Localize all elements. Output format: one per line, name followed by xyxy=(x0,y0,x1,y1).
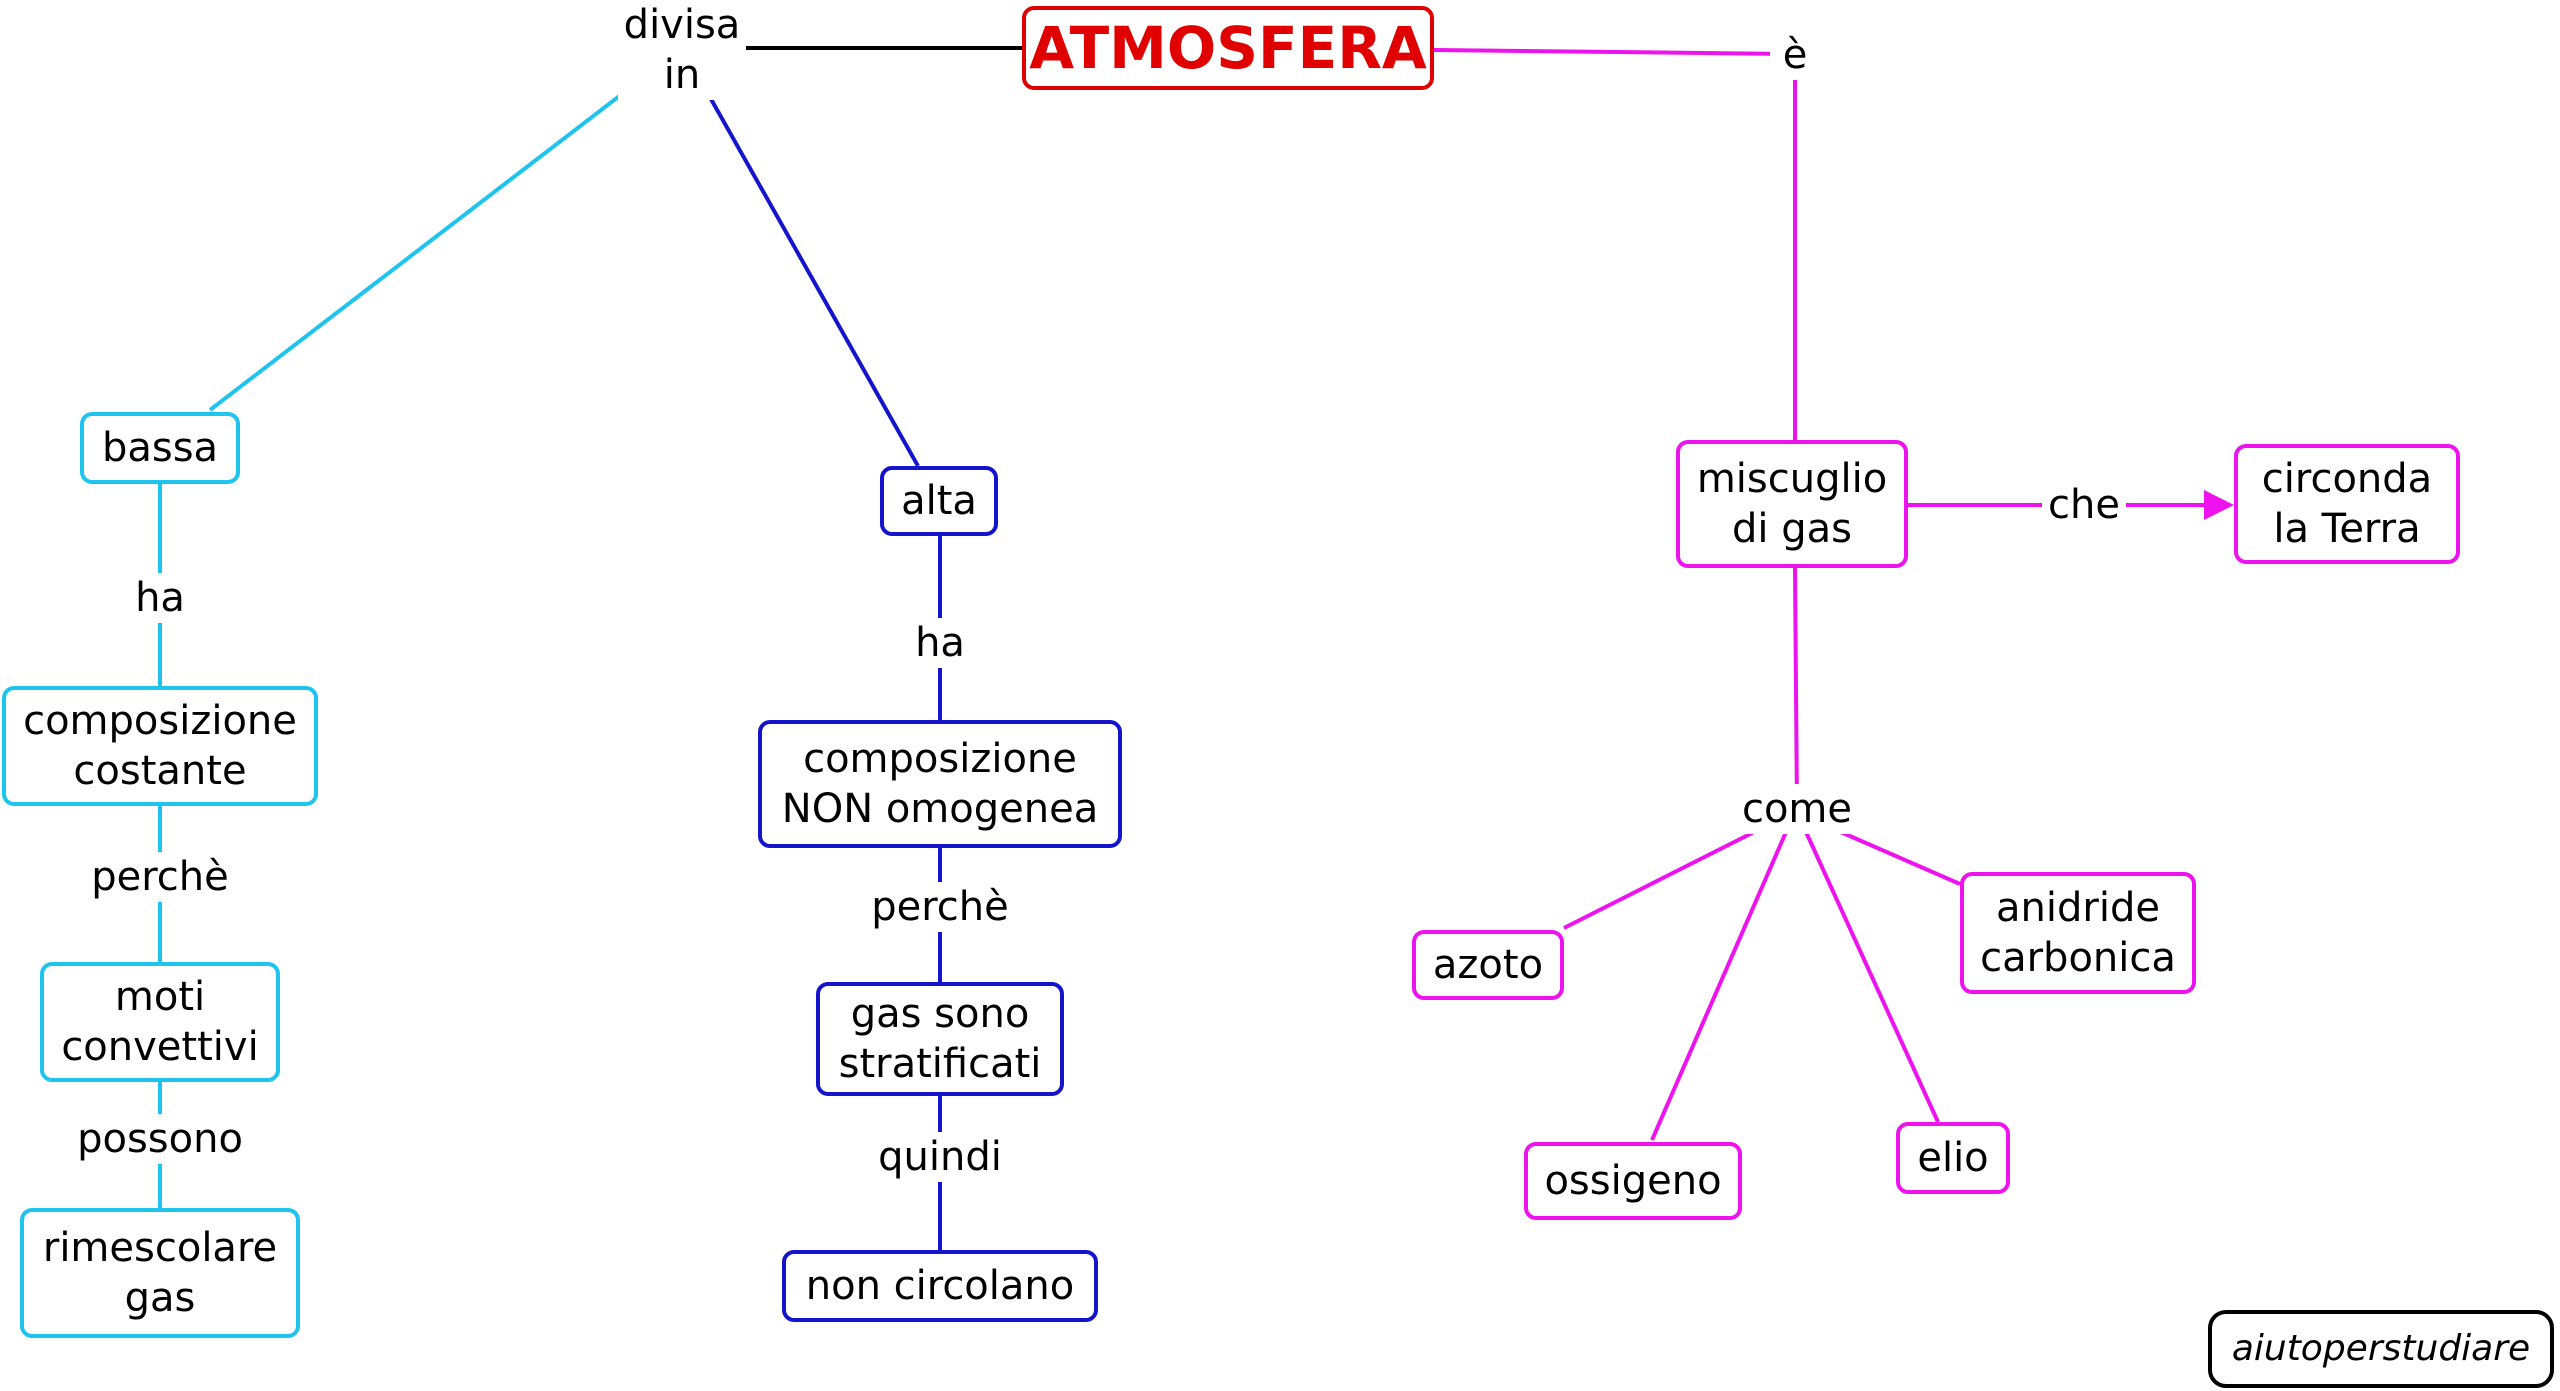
node-anidride-carbonica: anidride carbonica xyxy=(1960,872,2196,994)
credit-badge: aiutoperstudiare xyxy=(2208,1310,2554,1388)
node-moti-convettivi: moti convettivi xyxy=(40,962,280,1082)
link-label-come: come xyxy=(1732,784,1862,834)
node-circonda-la-terra: circonda la Terra xyxy=(2234,444,2460,564)
link-label-bassa-perche: perchè xyxy=(82,852,238,902)
node-elio: elio xyxy=(1896,1122,2010,1194)
link-label-quindi: quindi xyxy=(870,1132,1010,1182)
title-node: ATMOSFERA xyxy=(1022,6,1434,90)
node-non-circolano: non circolano xyxy=(782,1250,1098,1322)
node-miscuglio-di-gas: miscuglio di gas xyxy=(1676,440,1908,568)
connector-divisa-bassa xyxy=(208,92,624,412)
node-bassa: bassa xyxy=(80,412,240,484)
node-gas-stratificati: gas sono stratificati xyxy=(816,982,1064,1096)
node-composizione-non-omogenea: composizione NON omogenea xyxy=(758,720,1122,848)
node-composizione-costante: composizione costante xyxy=(2,686,318,806)
link-label-alta-perche: perchè xyxy=(862,882,1018,932)
node-rimescolare-gas: rimescolare gas xyxy=(20,1208,300,1338)
link-label-alta-ha: ha xyxy=(905,618,975,668)
link-label-e: è xyxy=(1770,30,1820,80)
connector-miscuglio-come xyxy=(1793,567,1799,811)
arrowhead-circonda xyxy=(2204,490,2234,520)
node-azoto: azoto xyxy=(1412,930,1564,1000)
connector-come-azoto xyxy=(1563,828,1759,930)
link-label-bassa-ha: ha xyxy=(125,573,195,623)
connector-come-ossigeno xyxy=(1650,831,1788,1141)
connector-divisa-alta xyxy=(705,91,920,467)
node-ossigeno: ossigeno xyxy=(1524,1142,1742,1220)
link-label-divisa-in: divisa in xyxy=(618,0,746,100)
connector-title-e xyxy=(1433,48,1796,56)
node-alta: alta xyxy=(880,466,998,536)
link-label-possono: possono xyxy=(68,1114,252,1164)
connector-come-anidride xyxy=(1835,828,1961,886)
connector-come-elio xyxy=(1804,831,1940,1123)
link-label-che: che xyxy=(2042,480,2126,530)
